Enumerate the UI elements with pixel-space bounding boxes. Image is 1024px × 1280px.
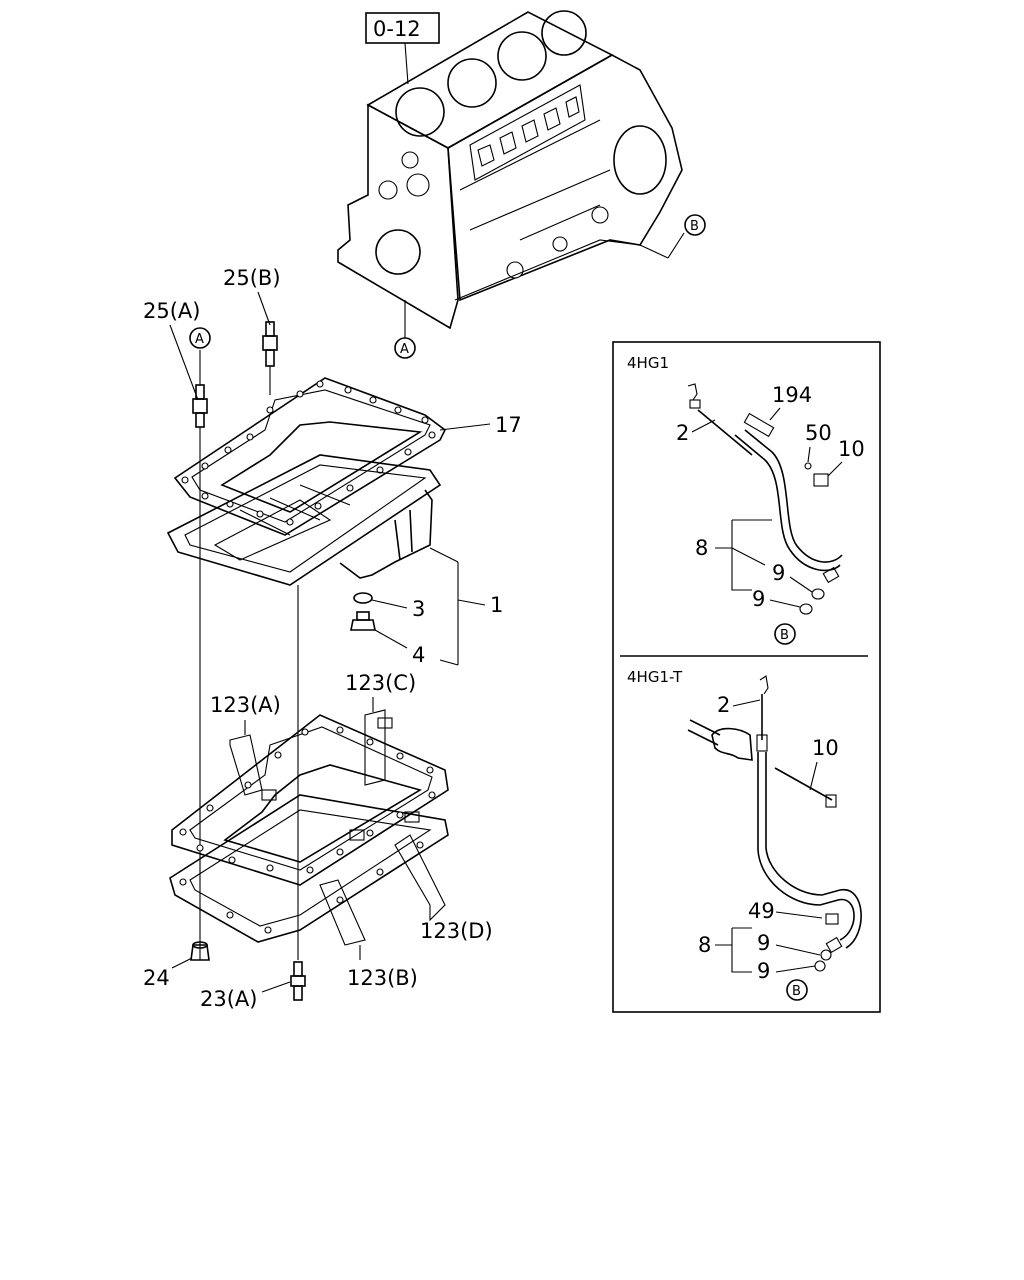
panel-4hg1t-callout-9b: 9 xyxy=(757,959,770,983)
callout-1: 1 xyxy=(490,593,503,617)
nut-24-part xyxy=(190,941,210,961)
callout-123b: 123(B) xyxy=(347,966,418,990)
panel-4hg1t-circle-b-label: B xyxy=(792,984,801,999)
panel-4hg1t-callout-8: 8 xyxy=(698,933,711,957)
panel-4hg1t-title: 4HG1-T xyxy=(627,668,683,686)
dipstick-4hg1-drawing xyxy=(687,383,843,615)
callout-4: 4 xyxy=(412,643,425,667)
panel-4hg1t-callout-10: 10 xyxy=(812,736,839,760)
panel-4hg1t-circle-b-marker xyxy=(786,979,808,1001)
callout-123a: 123(A) xyxy=(210,693,281,717)
panel-4hg1-callout-2: 2 xyxy=(676,421,689,445)
panel-4hg1t-callout-2: 2 xyxy=(717,693,730,717)
circle-b-block-label: B xyxy=(690,219,699,234)
cylinder-block-drawing: 0-12 xyxy=(337,10,685,338)
circle-b-block-marker xyxy=(684,214,706,236)
circle-a-stud-marker xyxy=(189,327,211,349)
panel-4hg1-callout-9a: 9 xyxy=(772,561,785,585)
panel-4hg1-callout-9b: 9 xyxy=(752,587,765,611)
panel-4hg1-title: 4HG1 xyxy=(627,354,669,372)
panel-4hg1-callout-50: 50 xyxy=(805,421,832,445)
callout-23a: 23(A) xyxy=(200,987,257,1011)
circle-a-block-marker xyxy=(394,337,416,359)
dipstick-variants-panel xyxy=(612,341,881,1013)
panel-4hg1-circle-b-label: B xyxy=(780,628,789,643)
callout-24: 24 xyxy=(143,966,170,990)
drain-plug-part xyxy=(350,611,376,631)
circle-a-stud-label: A xyxy=(195,332,204,347)
stud-23a-part xyxy=(290,961,306,1001)
callout-3: 3 xyxy=(412,597,425,621)
reference-box[interactable] xyxy=(365,12,440,44)
stud-25b-part xyxy=(262,321,278,367)
callout-17: 17 xyxy=(495,413,522,437)
callout-25a: 25(A) xyxy=(143,299,200,323)
panel-4hg1t-callout-9a: 9 xyxy=(757,931,770,955)
callout-25b: 25(B) xyxy=(223,266,281,290)
oil-pan-drawing xyxy=(166,454,486,666)
circle-a-block-label: A xyxy=(400,342,409,357)
panel-4hg1-circle-b-marker xyxy=(774,623,796,645)
panel-4hg1-callout-194: 194 xyxy=(772,383,812,407)
washer-part xyxy=(353,592,373,604)
oil-pan-gasket-drawing xyxy=(173,377,491,536)
panel-4hg1t-callout-49: 49 xyxy=(748,899,775,923)
gasket-set-drawing xyxy=(169,714,449,943)
panel-4hg1-callout-8: 8 xyxy=(695,536,708,560)
callout-123c: 123(C) xyxy=(345,671,416,695)
panel-4hg1-callout-10: 10 xyxy=(838,437,865,461)
dipstick-4hg1t-drawing xyxy=(687,675,862,972)
callout-123d: 123(D) xyxy=(420,919,493,943)
reference-box-label: 0-12 xyxy=(373,17,421,41)
